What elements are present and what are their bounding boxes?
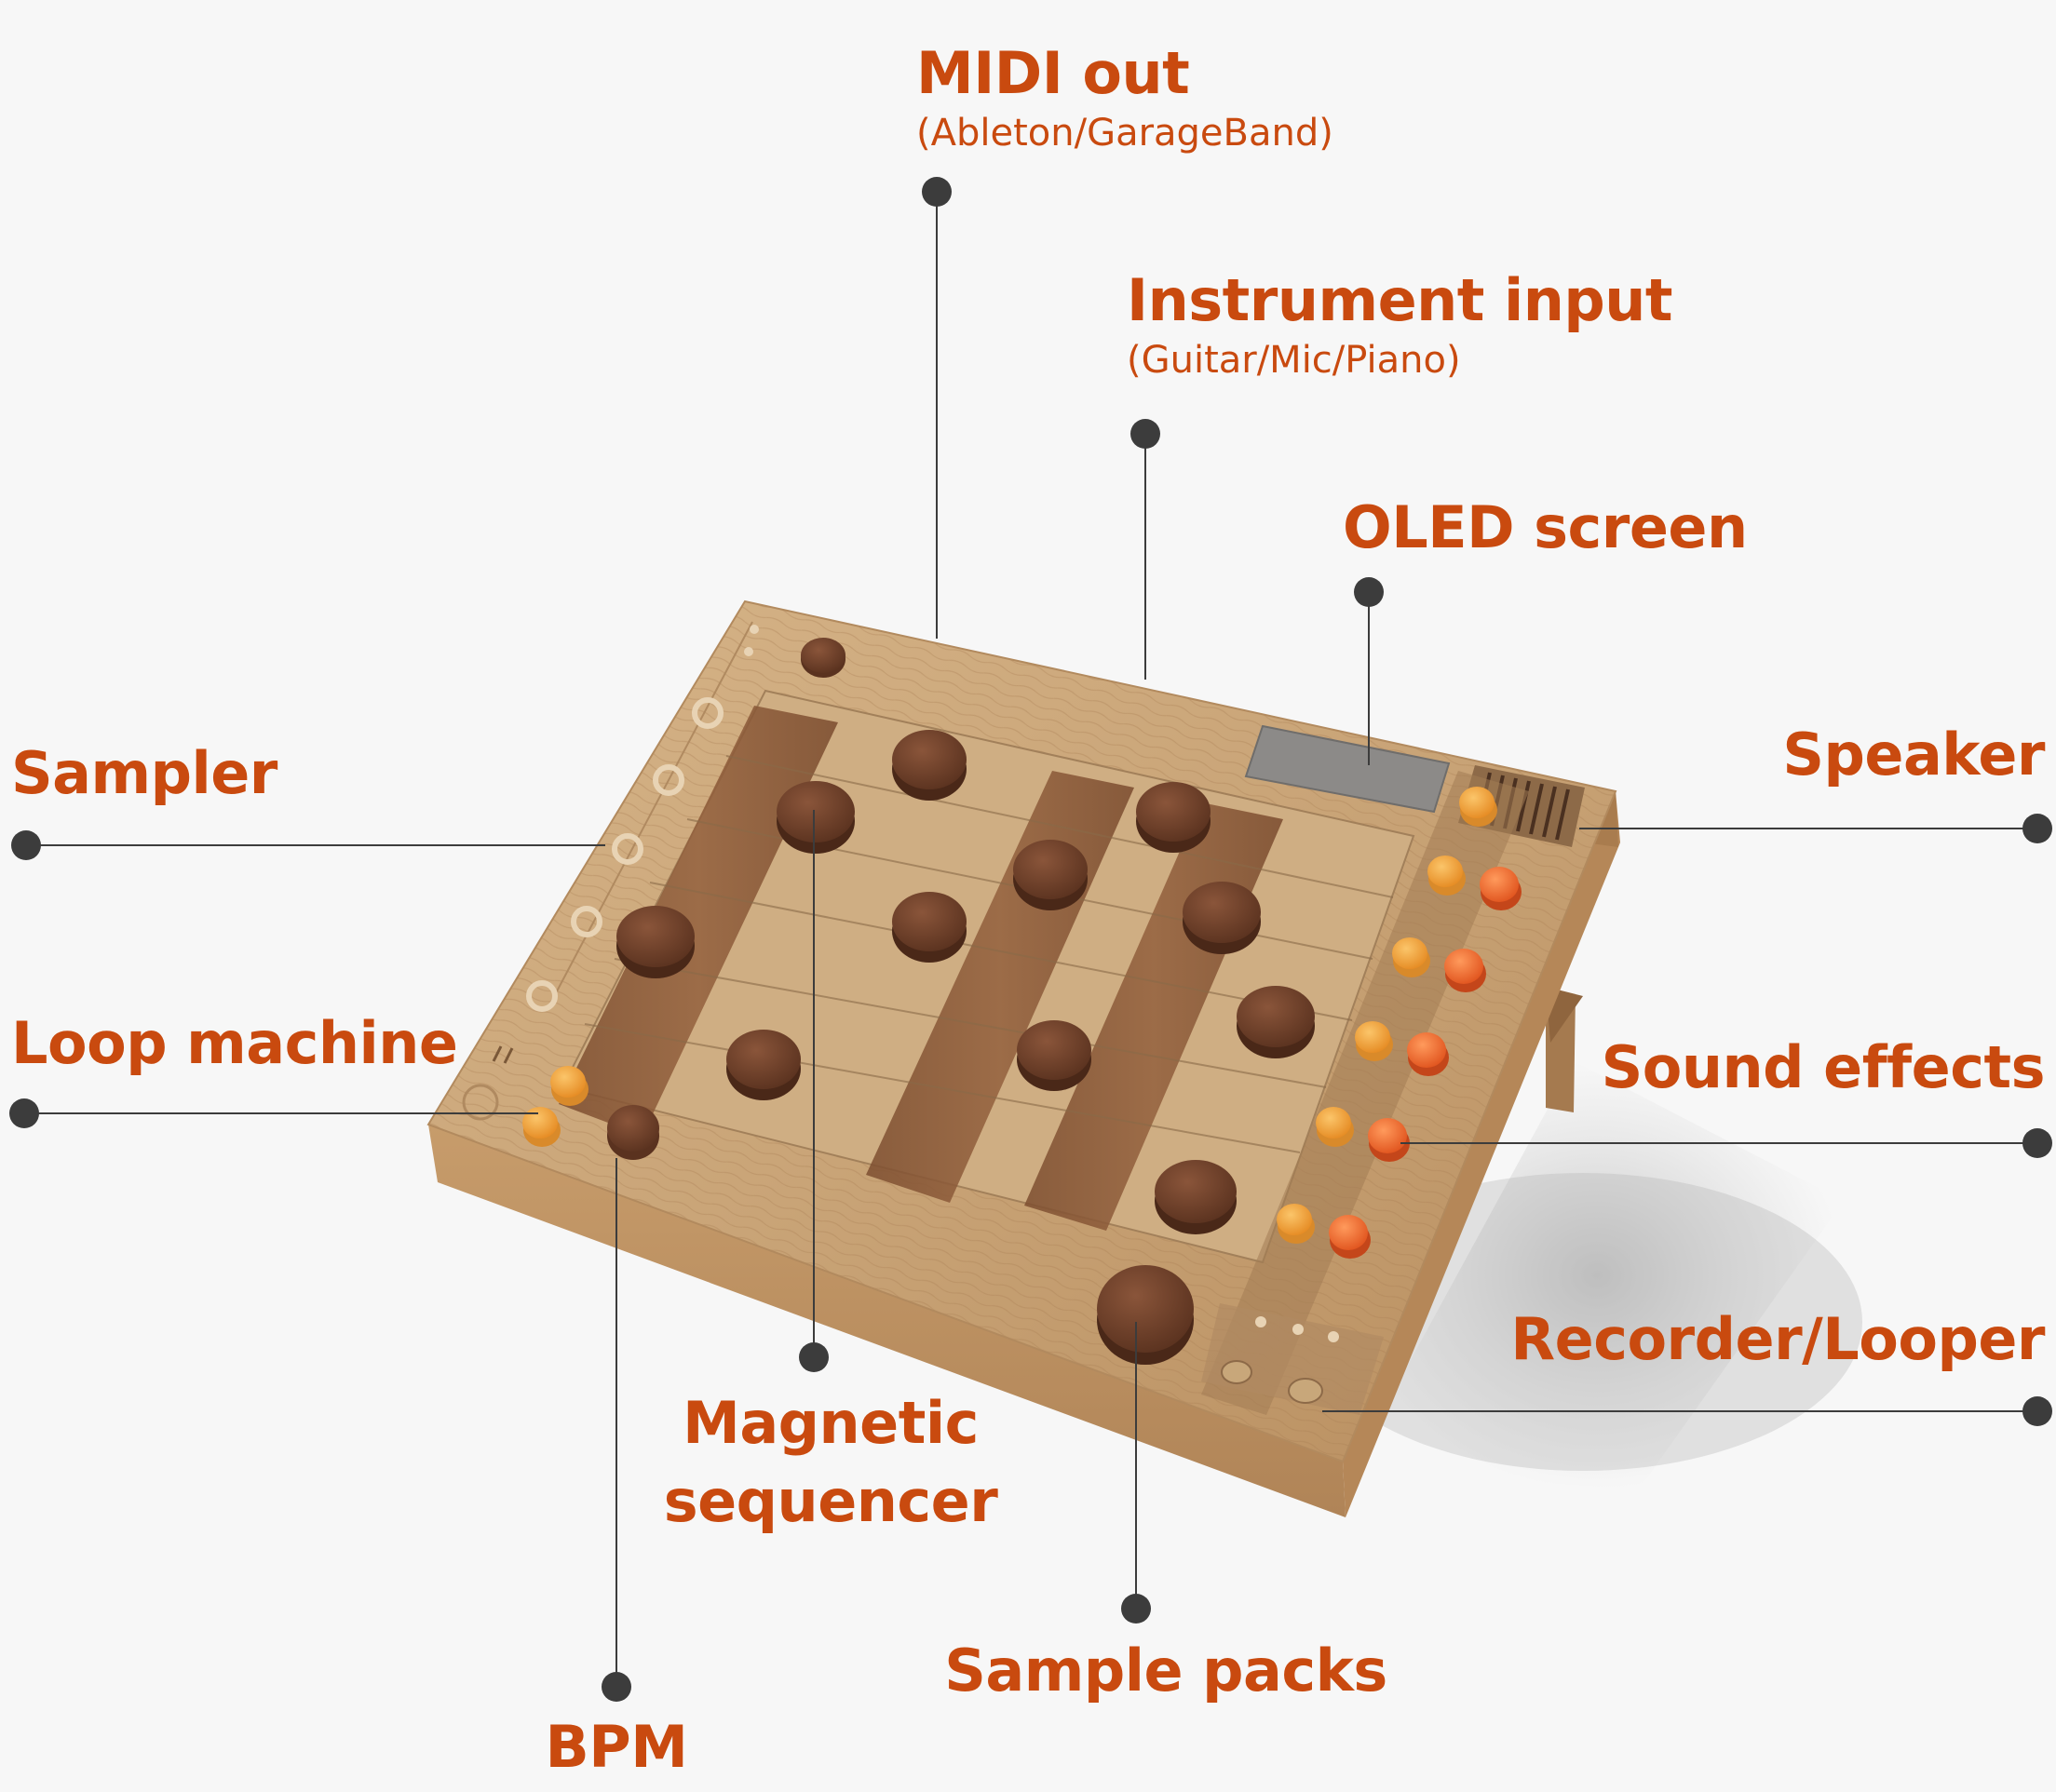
label-magnetic-sequencer-line2: sequencer — [663, 1467, 998, 1535]
knob-orange — [1480, 867, 1522, 910]
puck — [726, 1030, 801, 1100]
puck — [1155, 1160, 1237, 1234]
leader-midi-out — [922, 177, 952, 639]
knob-yellow — [1355, 1021, 1393, 1061]
knob-yellow — [1277, 1204, 1315, 1244]
puck — [616, 906, 695, 978]
knob-orange — [1368, 1118, 1410, 1162]
puck — [1136, 782, 1211, 853]
label-instrument-input: Instrument input — [1127, 266, 1673, 334]
puck — [892, 892, 967, 963]
sample-pack-knob — [1097, 1265, 1194, 1365]
puck — [1183, 882, 1261, 954]
knob-yellow — [1427, 856, 1466, 896]
leader-magnetic-sequencer — [799, 810, 829, 1372]
label-recorder-looper: Recorder/Looper — [1510, 1305, 2045, 1373]
label-sample-packs: Sample packs — [944, 1637, 1387, 1704]
knob-yellow — [1392, 937, 1430, 977]
label-midi-out-subtitle: (Ableton/GarageBand) — [916, 112, 1333, 155]
knob-orange — [1407, 1032, 1449, 1076]
puck — [1013, 840, 1088, 910]
label-bpm: BPM — [545, 1713, 688, 1781]
label-speaker: Speaker — [1782, 721, 2045, 788]
leader-sampler — [11, 830, 605, 860]
leader-recorder-looper — [1322, 1396, 2052, 1426]
leader-loop-machine — [9, 1098, 538, 1128]
knob-orange — [1329, 1215, 1371, 1259]
leader-sound-effects — [1400, 1128, 2052, 1158]
label-magnetic-sequencer-line1: Magnetic — [683, 1389, 979, 1457]
leader-oled-screen — [1354, 577, 1384, 765]
leader-speaker — [1579, 814, 2052, 843]
sampler-rings — [526, 621, 759, 1012]
leader-sample-packs — [1121, 1322, 1151, 1624]
knob-yellow — [1316, 1107, 1354, 1147]
puck — [892, 730, 967, 801]
puck — [777, 781, 855, 854]
loop-machine-controls — [462, 1045, 659, 1160]
label-sound-effects: Sound effects — [1601, 1033, 2046, 1101]
label-midi-out: MIDI out — [916, 39, 1190, 107]
label-sampler: Sampler — [11, 739, 277, 807]
leader-lines — [9, 177, 2052, 1702]
label-oled-screen: OLED screen — [1343, 493, 1748, 561]
leader-bpm — [602, 1158, 631, 1702]
knob-yellow — [1459, 787, 1497, 827]
leader-instrument-input — [1130, 419, 1160, 680]
oled-screen-panel — [1244, 724, 1451, 814]
effects-strip — [1201, 771, 1529, 1415]
recorder-panel — [1201, 1303, 1384, 1415]
label-loop-machine: Loop machine — [11, 1009, 458, 1077]
knob-orange — [1444, 949, 1486, 992]
label-instrument-input-subtitle: (Guitar/Mic/Piano) — [1127, 339, 1461, 382]
puck — [1017, 1020, 1091, 1091]
puck — [1237, 986, 1315, 1058]
magnetic-pucks — [616, 730, 1315, 1234]
top-knob — [801, 638, 845, 678]
